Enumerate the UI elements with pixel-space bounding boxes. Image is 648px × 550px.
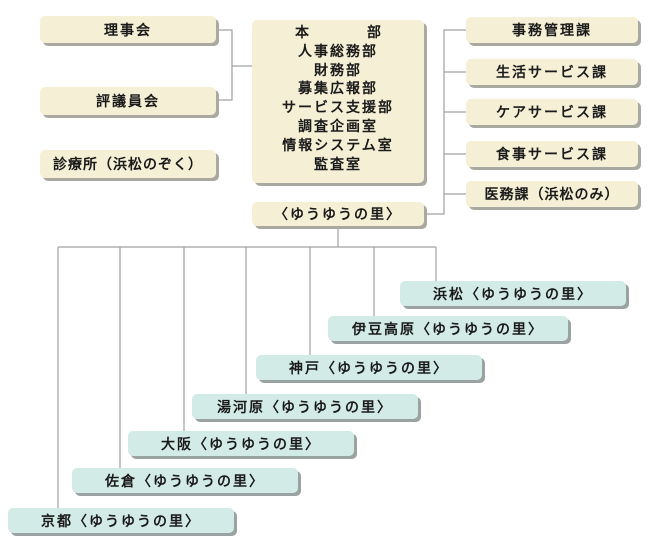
care-service-label: ケアサービス課 bbox=[496, 105, 608, 121]
facility-kobe: 神戸〈ゆうゆうの里〉 bbox=[256, 355, 482, 380]
care-service-box: ケアサービス課 bbox=[466, 99, 638, 125]
honbu-box: 本 部 人事総務部 財務部 募集広報部 サービス支援部 調査企画室 情報システム… bbox=[252, 20, 424, 183]
facility-izukogen: 伊豆高原〈ゆうゆうの里〉 bbox=[328, 316, 568, 341]
honbu-title: 本 部 bbox=[295, 25, 403, 41]
facility-kobe-label: 神戸〈ゆうゆうの里〉 bbox=[289, 360, 449, 377]
shinryojo-label: 診療所（浜松のぞく） bbox=[53, 157, 203, 173]
facility-kyoto: 京都〈ゆうゆうの里〉 bbox=[8, 508, 234, 533]
jimu-kanri-label: 事務管理課 bbox=[512, 23, 592, 39]
dept-chosa-kikaku: 調査企画室 bbox=[298, 118, 378, 135]
hyogiinkai-label: 評議員会 bbox=[96, 94, 160, 110]
facility-osaka: 大阪〈ゆうゆうの里〉 bbox=[128, 431, 354, 456]
facility-sakura-label: 佐倉〈ゆうゆうの里〉 bbox=[105, 473, 265, 490]
dept-boshu-koho: 募集広報部 bbox=[298, 81, 378, 98]
dept-jinji-somu: 人事総務部 bbox=[298, 43, 378, 60]
facility-sakura: 佐倉〈ゆうゆうの里〉 bbox=[72, 468, 298, 493]
dept-service-shien: サービス支援部 bbox=[282, 100, 394, 117]
rijikai-box: 理事会 bbox=[40, 16, 216, 43]
facility-hamamatsu-label: 浜松〈ゆうゆうの里〉 bbox=[433, 286, 593, 303]
dept-joho-system: 情報システム室 bbox=[282, 137, 394, 154]
rijikai-label: 理事会 bbox=[104, 22, 152, 39]
seikatsu-service-label: 生活サービス課 bbox=[496, 65, 608, 81]
facility-hamamatsu: 浜松〈ゆうゆうの里〉 bbox=[400, 281, 626, 306]
yuyu-center-box: 〈ゆうゆうの里〉 bbox=[252, 202, 424, 226]
hyogiinkai-box: 評議員会 bbox=[40, 87, 216, 115]
facility-kyoto-label: 京都〈ゆうゆうの里〉 bbox=[41, 513, 201, 530]
seikatsu-service-box: 生活サービス課 bbox=[466, 59, 638, 85]
dept-zaimu: 財務部 bbox=[314, 62, 362, 79]
facility-izukogen-label: 伊豆高原〈ゆうゆうの里〉 bbox=[352, 321, 544, 338]
jimu-kanri-box: 事務管理課 bbox=[466, 17, 638, 43]
facility-yugawara: 湯河原〈ゆうゆうの里〉 bbox=[192, 394, 418, 419]
shokuji-service-label: 食事サービス課 bbox=[496, 147, 608, 163]
yuyu-center-label: 〈ゆうゆうの里〉 bbox=[274, 207, 402, 223]
shinryojo-box: 診療所（浜松のぞく） bbox=[40, 150, 216, 178]
shokuji-service-box: 食事サービス課 bbox=[466, 141, 638, 167]
facility-yugawara-label: 湯河原〈ゆうゆうの里〉 bbox=[217, 399, 393, 416]
facility-osaka-label: 大阪〈ゆうゆうの里〉 bbox=[161, 436, 321, 453]
imu-label: 医務課（浜松のみ） bbox=[484, 187, 620, 203]
imu-box: 医務課（浜松のみ） bbox=[466, 181, 638, 207]
dept-kansa: 監査室 bbox=[314, 156, 362, 173]
